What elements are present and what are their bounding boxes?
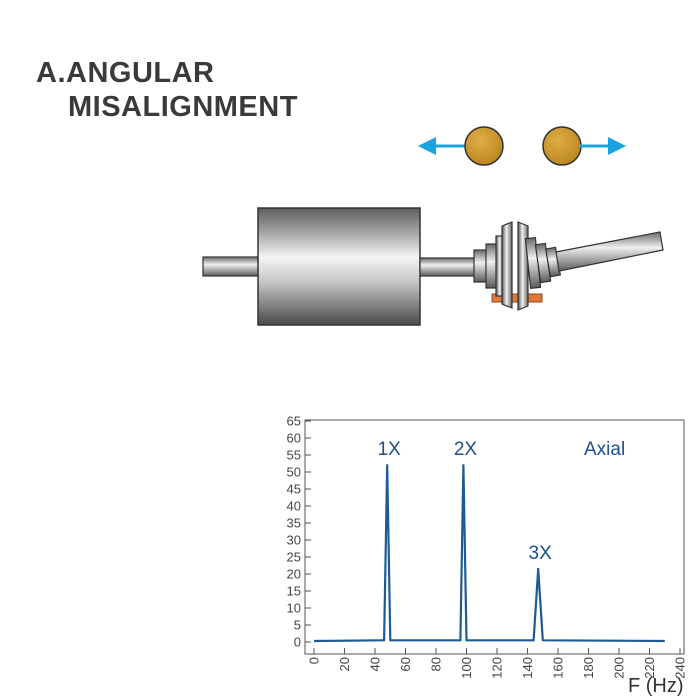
y-tick-label: 65: [287, 414, 301, 429]
y-tick-label: 35: [287, 516, 301, 531]
x-tick-label: 240: [673, 657, 688, 679]
y-tick-label: 30: [287, 533, 301, 548]
x-tick-label: 180: [581, 657, 596, 679]
left-arrow-icon: [418, 137, 466, 155]
x-tick-label: 100: [459, 657, 474, 679]
y-tick-label: 15: [287, 584, 301, 599]
x-tick-label: 20: [337, 657, 352, 671]
coupling-icon: [473, 221, 562, 311]
title-line-2: MISALIGNMENT: [68, 91, 298, 123]
y-tick-label: 55: [287, 448, 301, 463]
x-tick-label: 160: [551, 657, 566, 679]
y-axis: 0 5 10 15 20 25 30 35 40 45 50 55 60 65: [287, 414, 311, 650]
left-shaft: [202, 256, 264, 277]
y-tick-label: 5: [294, 618, 301, 633]
y-tick-label: 50: [287, 465, 301, 480]
y-tick-label: 45: [287, 482, 301, 497]
y-tick-label: 25: [287, 550, 301, 565]
peak-labels: 1X 2X 3X: [378, 439, 553, 564]
right-arrow-icon: [580, 137, 626, 155]
page-title: A.ANGULAR MISALIGNMENT: [36, 56, 298, 124]
x-tick-label: 120: [490, 657, 505, 679]
peak-label: 2X: [454, 439, 478, 460]
middle-shaft: [419, 257, 479, 277]
ball-icon: [542, 126, 582, 166]
x-axis-label: F (Hz): [628, 675, 684, 697]
y-tick-label: 60: [287, 431, 301, 446]
y-tick-label: 40: [287, 499, 301, 514]
x-tick-label: 80: [429, 657, 444, 671]
spectrum-chart: 0 5 10 15 20 25 30 35 40 45 50 55 60 65 0 20 40 60 80 100 1…: [287, 414, 688, 698]
y-tick-label: 20: [287, 567, 301, 582]
axial-label: Axial: [584, 439, 625, 460]
x-tick-label: 200: [612, 657, 627, 679]
y-tick-label: 10: [287, 601, 301, 616]
series-line: [313, 464, 665, 643]
ball-icon: [464, 126, 504, 166]
x-tick-label: 60: [398, 657, 413, 671]
y-tick-label: 0: [294, 635, 301, 650]
right-shaft: [555, 231, 664, 272]
x-tick-label: 40: [368, 657, 383, 671]
motor-icon: [257, 207, 421, 326]
peak-label: 1X: [378, 439, 402, 460]
x-axis: 0 20 40 60 80 100 120 140 160 180 200 220 240: [307, 648, 688, 679]
peak-label: 3X: [529, 543, 553, 564]
x-tick-label: 220: [642, 657, 657, 679]
x-tick-label: 0: [307, 657, 322, 664]
title-line-1: A.ANGULAR: [36, 57, 215, 89]
x-tick-label: 140: [520, 657, 535, 679]
plot-frame: [304, 419, 685, 655]
